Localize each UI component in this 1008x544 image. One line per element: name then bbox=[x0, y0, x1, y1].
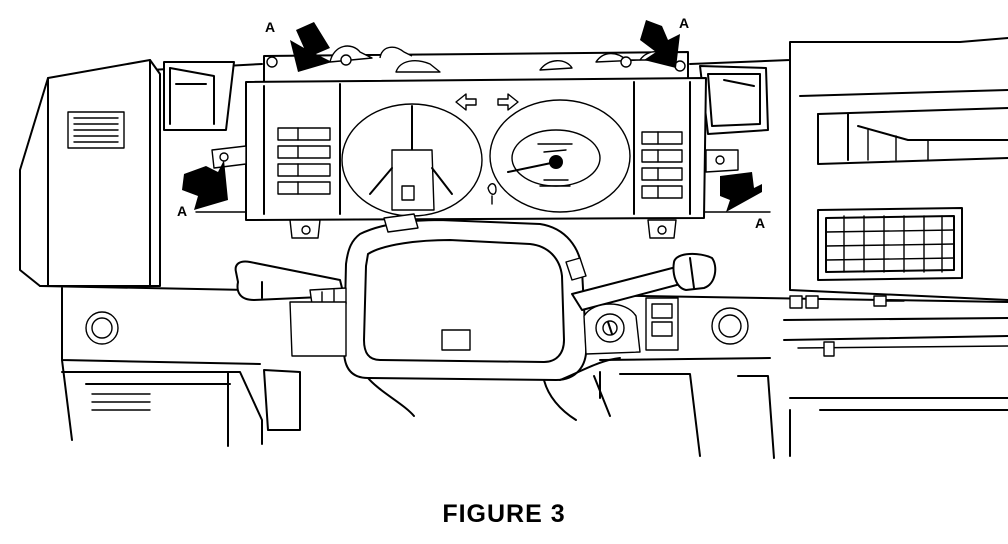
left-lower-switch-panel bbox=[263, 301, 347, 431]
callout-label-top-right: A bbox=[679, 15, 689, 31]
arrow-mid-left bbox=[182, 160, 228, 210]
left-combination-switch bbox=[234, 260, 347, 305]
center-air-vent bbox=[817, 207, 963, 281]
left-control-knob bbox=[85, 311, 119, 345]
right-upper-panel bbox=[817, 107, 1008, 165]
right-combination-switch bbox=[565, 252, 717, 311]
left-side-air-vent bbox=[163, 61, 235, 131]
figure-caption: FIGURE 3 bbox=[442, 500, 566, 528]
right-indicator-lights bbox=[641, 131, 683, 199]
right-side-air-vent bbox=[699, 65, 769, 135]
left-vent-housing bbox=[19, 59, 161, 287]
callout-label-mid-left: A bbox=[177, 203, 187, 219]
callout-label-top-left: A bbox=[265, 19, 275, 35]
callout-label-mid-right: A bbox=[755, 215, 765, 231]
right-control-knob bbox=[711, 307, 749, 345]
speedometer-gauge bbox=[341, 103, 483, 217]
arrow-top-right bbox=[640, 20, 680, 68]
right-control-panel bbox=[783, 295, 1008, 357]
steering-column-shroud bbox=[343, 213, 621, 421]
arrow-mid-right bbox=[720, 172, 762, 212]
left-indicator-lights bbox=[277, 127, 331, 195]
tachometer-gauge bbox=[487, 99, 631, 213]
turn-signal-arrows bbox=[455, 93, 519, 111]
ignition-lock bbox=[583, 303, 641, 355]
hazard-switch bbox=[645, 297, 679, 351]
arrow-top-left bbox=[290, 22, 332, 72]
instrument-cluster bbox=[211, 45, 739, 239]
